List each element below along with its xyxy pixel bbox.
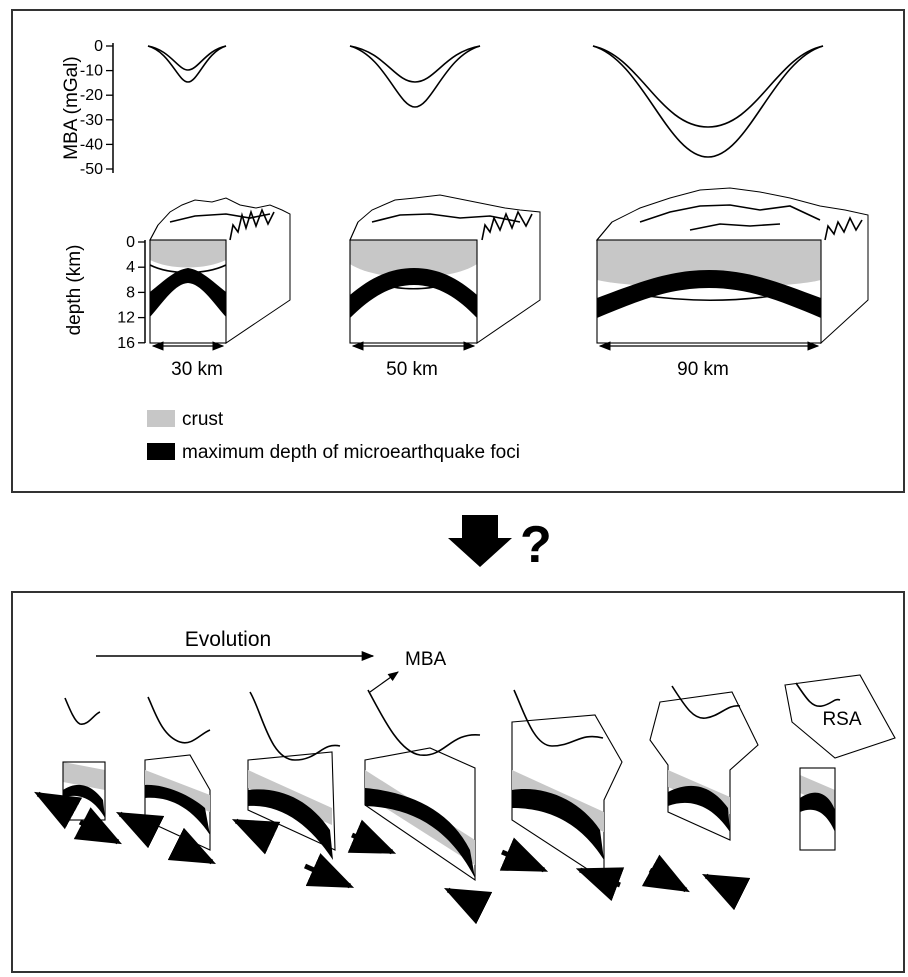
mba-tick-label: -50 xyxy=(80,161,103,178)
mba-curve-90km-outer xyxy=(592,45,824,158)
mba-curve-50km-inner xyxy=(349,45,481,83)
mba-tick-label: -20 xyxy=(80,87,103,104)
evolution-label: Evolution xyxy=(185,628,271,651)
mba-tick-label: -30 xyxy=(80,112,103,129)
width-label-50km: 50 km xyxy=(386,359,438,380)
mba-axis: 0 -10 -20 -30 -40 -50 MBA (mGal) xyxy=(61,38,114,178)
mba-curve-30km-outer xyxy=(147,45,227,83)
legend-crust-label: crust xyxy=(182,409,224,430)
stage-5 xyxy=(499,689,625,902)
legend-crust-swatch xyxy=(147,410,175,427)
block-diagram-90km xyxy=(595,187,869,345)
question-mark: ? xyxy=(520,516,552,574)
bottom-panel-frame xyxy=(11,591,905,973)
stage-4: MBA xyxy=(347,649,493,925)
top-panel-frame xyxy=(11,9,905,493)
legend-foci-swatch xyxy=(147,443,175,460)
stage-7: RSA xyxy=(784,674,896,851)
depth-tick-label: 12 xyxy=(117,310,135,327)
mba-callout-label: MBA xyxy=(405,649,447,670)
mba-curves xyxy=(147,45,824,158)
mba-curve-90km-inner xyxy=(592,45,824,128)
depth-tick-label: 4 xyxy=(126,259,135,276)
mba-tick-label: -40 xyxy=(80,136,103,153)
legend-foci-label: maximum depth of microearthquake foci xyxy=(182,442,520,463)
rsa-label: RSA xyxy=(822,709,861,730)
stage-2 xyxy=(115,696,217,865)
depth-tick-label: 16 xyxy=(117,335,135,352)
depth-tick-label: 8 xyxy=(126,284,135,301)
stage-3 xyxy=(231,691,355,889)
width-label-30km: 30 km xyxy=(171,359,223,380)
foci-band-50km xyxy=(350,268,477,318)
mba-curve-30km-inner xyxy=(147,45,227,71)
depth-axis-title: depth (km) xyxy=(64,245,85,336)
stage-1 xyxy=(34,697,122,845)
block-diagram-30km xyxy=(149,197,291,344)
block-diagram-50km xyxy=(349,194,541,344)
foci-band-90km xyxy=(597,270,821,318)
mba-curve-50km-outer xyxy=(349,45,481,108)
mba-tick-label: -10 xyxy=(80,63,103,80)
legend: crust maximum depth of microearthquake f… xyxy=(147,409,520,463)
mba-tick-label: 0 xyxy=(94,38,103,55)
depth-tick-label: 0 xyxy=(126,234,135,251)
width-label-90km: 90 km xyxy=(677,359,729,380)
foci-band-30km xyxy=(150,268,226,317)
stage-6 xyxy=(641,685,759,911)
mba-axis-title: MBA (mGal) xyxy=(61,56,82,159)
transition-arrow: ? xyxy=(448,515,552,574)
depth-axis: 0 4 8 12 16 depth (km) xyxy=(64,234,146,352)
